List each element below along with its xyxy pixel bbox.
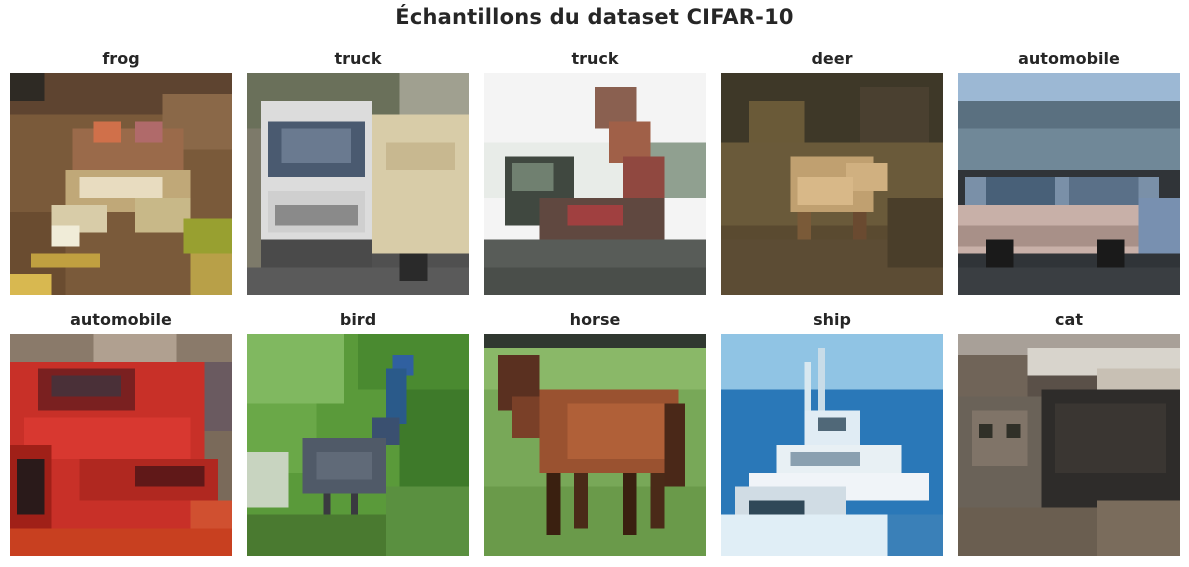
sample-label: horse bbox=[569, 310, 621, 329]
sample-image-horse bbox=[484, 334, 706, 556]
sample-cell-bird: bird bbox=[247, 306, 469, 556]
sample-cell-deer: deer bbox=[721, 45, 943, 295]
sample-cell-automobile-1: automobile bbox=[958, 45, 1180, 295]
sample-image-automobile-1 bbox=[958, 73, 1180, 295]
sample-label: automobile bbox=[70, 310, 172, 329]
sample-image-truck-1 bbox=[247, 73, 469, 295]
sample-image-bird bbox=[247, 334, 469, 556]
sample-label: bird bbox=[339, 310, 377, 329]
sample-image-automobile-2 bbox=[10, 334, 232, 556]
sample-label: ship bbox=[813, 310, 851, 329]
sample-label: deer bbox=[811, 49, 853, 68]
sample-cell-cat: cat bbox=[958, 306, 1180, 556]
sample-cell-horse: horse bbox=[484, 306, 706, 556]
sample-cell-automobile-2: automobile bbox=[10, 306, 232, 556]
sample-cell-truck-2: truck bbox=[484, 45, 706, 295]
sample-label: truck bbox=[571, 49, 619, 68]
sample-cell-ship: ship bbox=[721, 306, 943, 556]
sample-label: frog bbox=[102, 49, 140, 68]
sample-label: cat bbox=[1055, 310, 1083, 329]
sample-image-ship bbox=[721, 334, 943, 556]
sample-image-truck-2 bbox=[484, 73, 706, 295]
sample-image-frog bbox=[10, 73, 232, 295]
sample-cell-frog: frog bbox=[10, 45, 232, 295]
sample-label: truck bbox=[334, 49, 382, 68]
figure-title: Échantillons du dataset CIFAR-10 bbox=[395, 5, 794, 29]
sample-image-deer bbox=[721, 73, 943, 295]
sample-image-cat bbox=[958, 334, 1180, 556]
sample-cell-truck-1: truck bbox=[247, 45, 469, 295]
sample-label: automobile bbox=[1018, 49, 1120, 68]
